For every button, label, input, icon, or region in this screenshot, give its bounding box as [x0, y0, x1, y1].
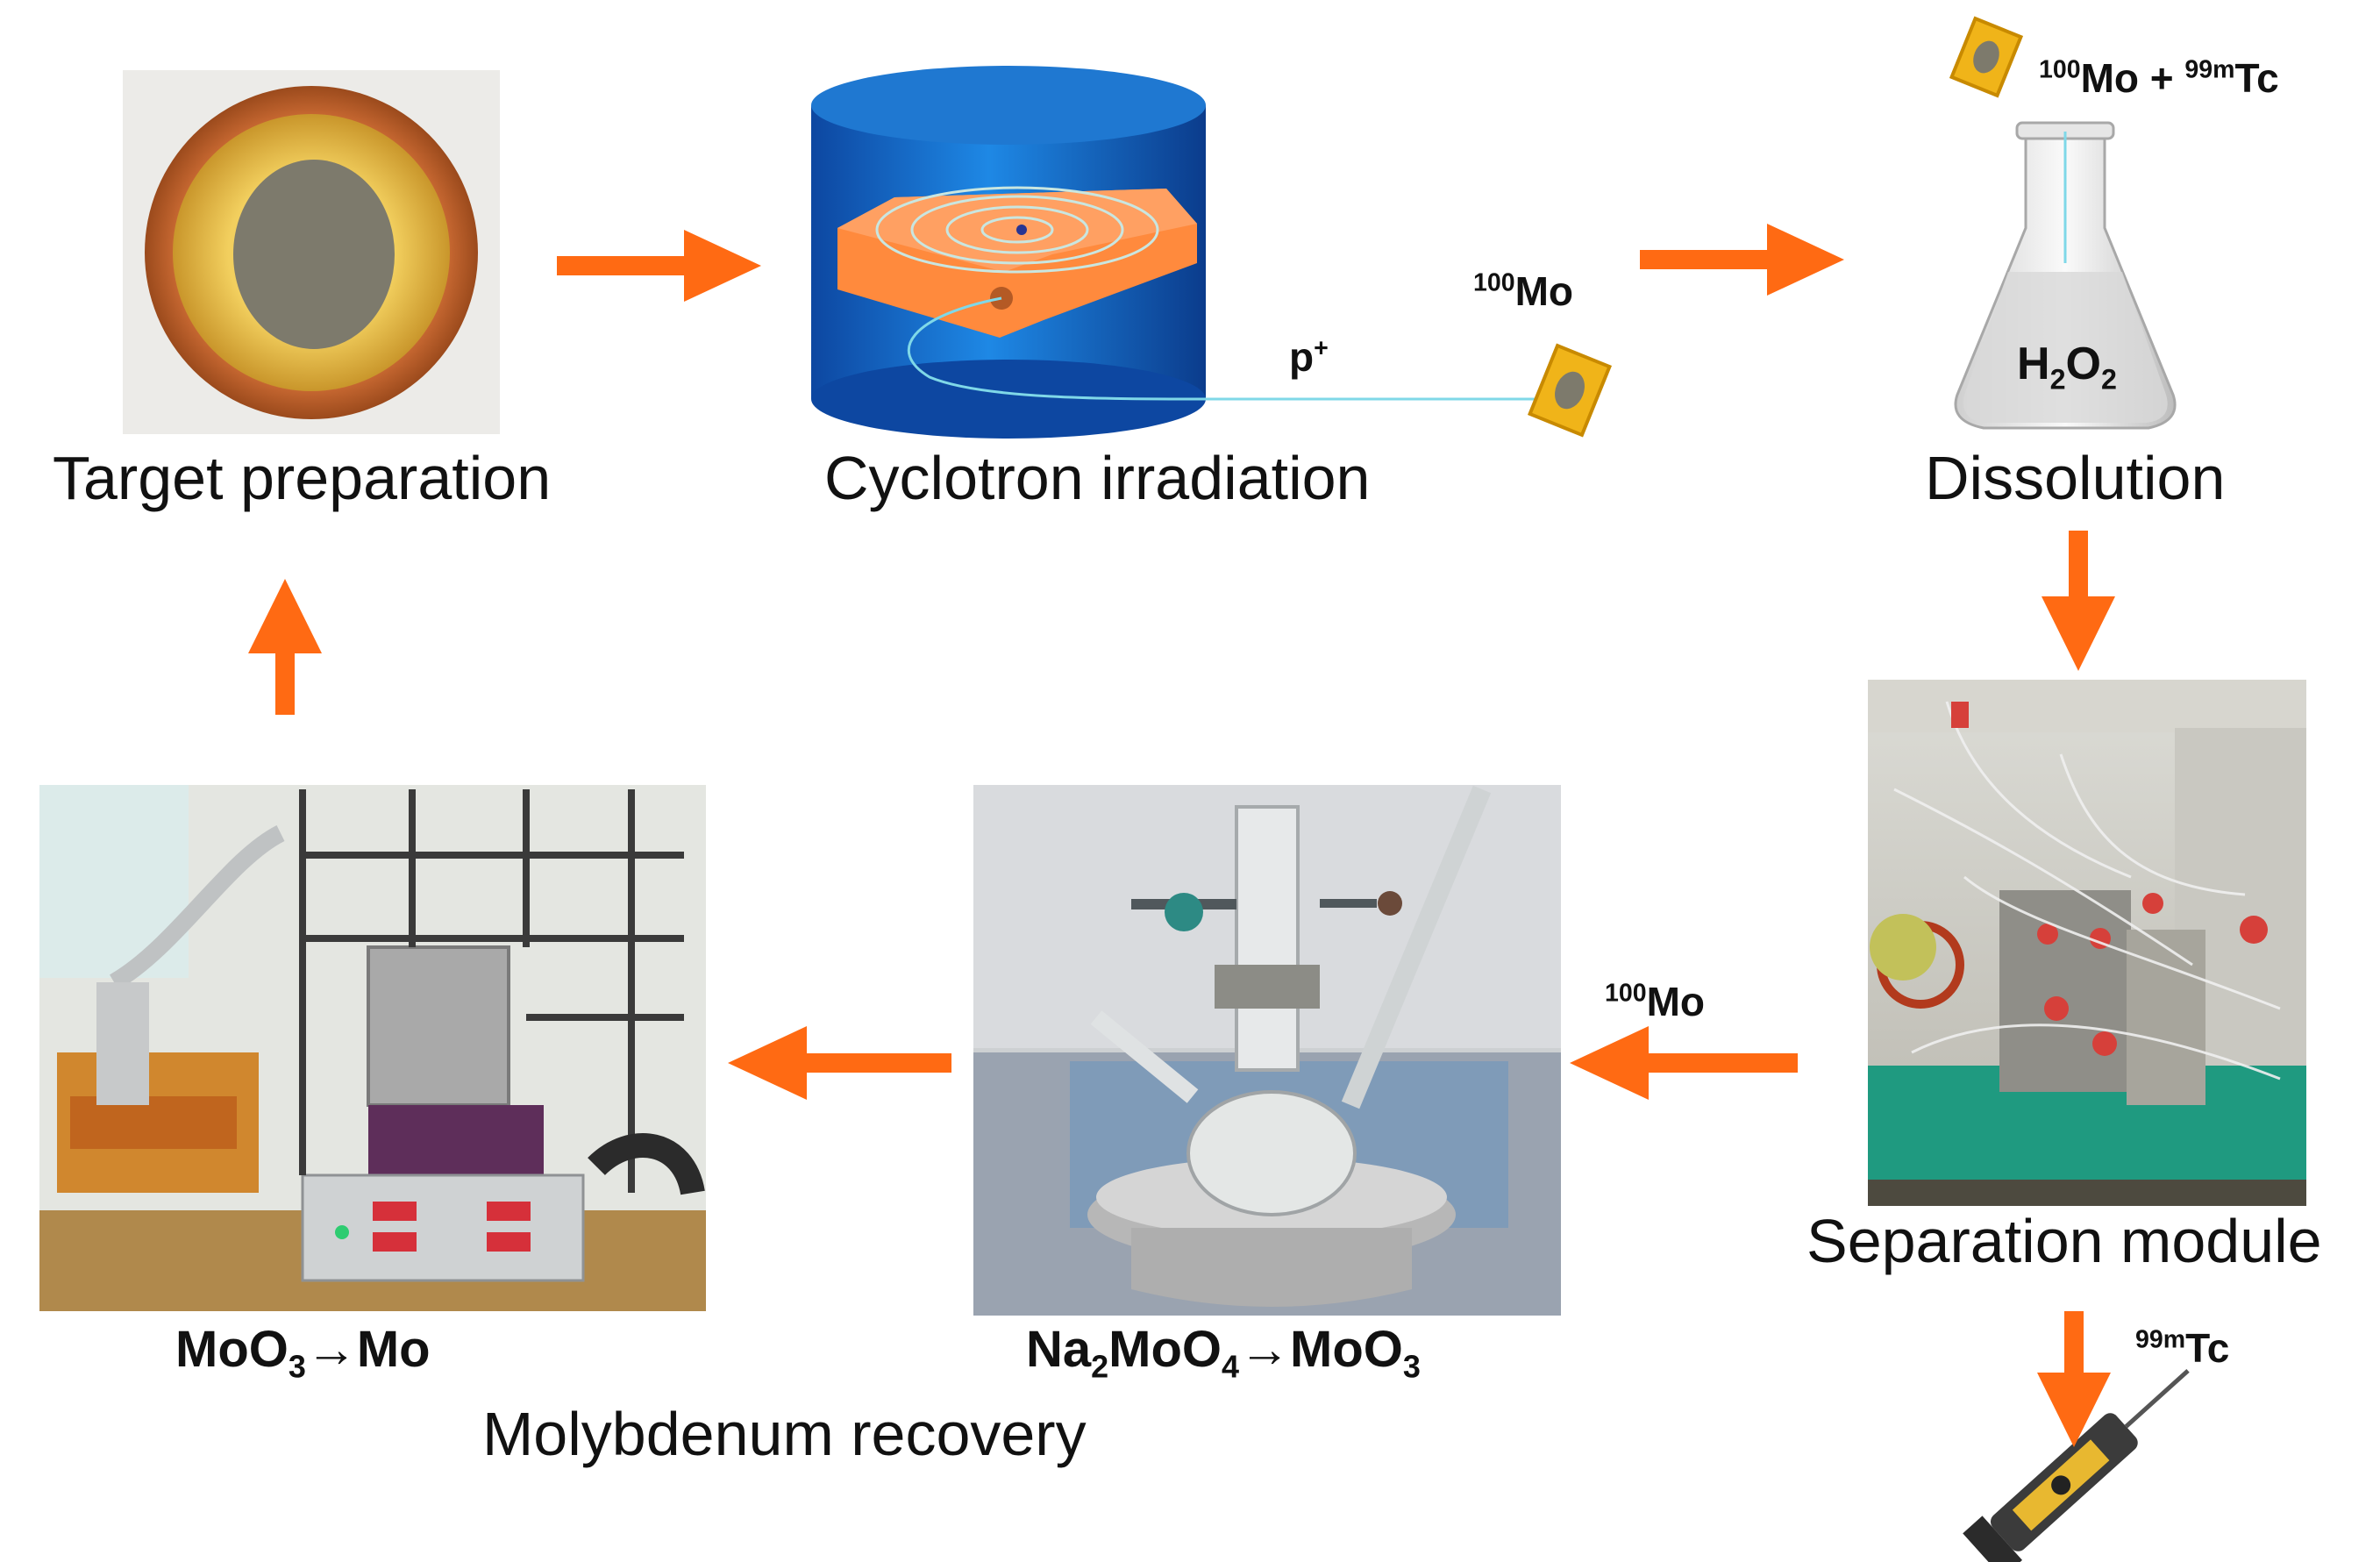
arrow-cyclotron-to-dissolution: [1640, 224, 1844, 296]
na2-s2: 4: [1222, 1348, 1240, 1385]
h2o2-b: O: [2065, 339, 2101, 389]
arrow-separation-to-recovery: [1570, 1026, 1798, 1100]
mo100-target-base: Mo: [1514, 268, 1573, 314]
label-proton: p+: [1289, 333, 1329, 381]
label-mo-tc-mixture: 100Mo + 99mTc: [2039, 54, 2279, 102]
conversion-photo: [973, 785, 1561, 1316]
arrow-conversion-to-reduction: [728, 1026, 951, 1100]
na2-c: →MoO: [1239, 1321, 1403, 1378]
label-tc99m-product: 99mTc: [2135, 1324, 2229, 1372]
na2-b: MoO: [1108, 1321, 1222, 1378]
moo3-a: MoO: [175, 1321, 289, 1378]
mixture-sup2: 99m: [2184, 55, 2235, 84]
caption-molybdenum-recovery: Molybdenum recovery: [482, 1400, 1087, 1468]
target-chip-beam: [1527, 343, 1613, 438]
mixture-base2: Tc: [2234, 55, 2279, 101]
cyclotron-graphic: [811, 66, 1552, 439]
erlenmeyer-flask: [1954, 121, 2177, 430]
arrow-dissolution-to-separation: [2042, 531, 2115, 671]
mo-disc: [233, 160, 395, 349]
na2-s3: 3: [1402, 1348, 1421, 1385]
label-na2moo4-to-moo3: Na2MoO4→MoO3: [1026, 1320, 1421, 1386]
moo3-s1: 3: [288, 1348, 306, 1385]
moo3-b: →Mo: [305, 1321, 431, 1378]
arrow-target-to-cyclotron: [557, 230, 761, 302]
na2-s1: 2: [1091, 1348, 1109, 1385]
arrow-separation-to-product: [2037, 1311, 2111, 1447]
label-moo3-to-mo: MoO3→Mo: [175, 1320, 431, 1386]
mo100-target-sup: 100: [1473, 268, 1515, 297]
tc99m-sup: 99m: [2135, 1325, 2186, 1354]
separation-module-photo: [1868, 680, 2306, 1206]
syringe-icon: [1963, 1369, 2190, 1562]
target-chip-flask: [1949, 16, 2024, 98]
tc99m-base: Tc: [2185, 1325, 2230, 1371]
proton-beam: [907, 296, 1552, 401]
h2o2-s2: 2: [2100, 363, 2117, 396]
arrow-reduction-to-target: [248, 579, 322, 715]
proton-base: p: [1289, 334, 1315, 380]
cyclotron-top: [811, 66, 1206, 145]
label-h2o2: H2O2: [2017, 338, 2117, 396]
reduction-photo: [39, 785, 706, 1311]
h2o2-s1: 2: [2049, 363, 2066, 396]
caption-dissolution: Dissolution: [1925, 444, 2226, 512]
h2o2-a: H: [2017, 339, 2050, 389]
proton-sup: +: [1314, 334, 1329, 363]
mixture-sup1: 100: [2039, 55, 2081, 84]
mo100-recovered-base: Mo: [1646, 979, 1705, 1024]
target-photo: [123, 70, 500, 434]
flow-arrows: [248, 224, 2115, 1447]
caption-cyclotron-irradiation: Cyclotron irradiation: [824, 444, 1371, 512]
na2-a: Na: [1026, 1321, 1092, 1378]
mixture-base1: Mo +: [2080, 55, 2185, 101]
beam-spiral: [875, 186, 1159, 274]
label-mo100-target: 100Mo: [1473, 267, 1573, 315]
caption-target-preparation: Target preparation: [53, 444, 552, 512]
label-mo100-recovered: 100Mo: [1605, 978, 1705, 1025]
mo100-recovered-sup: 100: [1605, 979, 1647, 1008]
caption-separation-module: Separation module: [1806, 1207, 2322, 1275]
